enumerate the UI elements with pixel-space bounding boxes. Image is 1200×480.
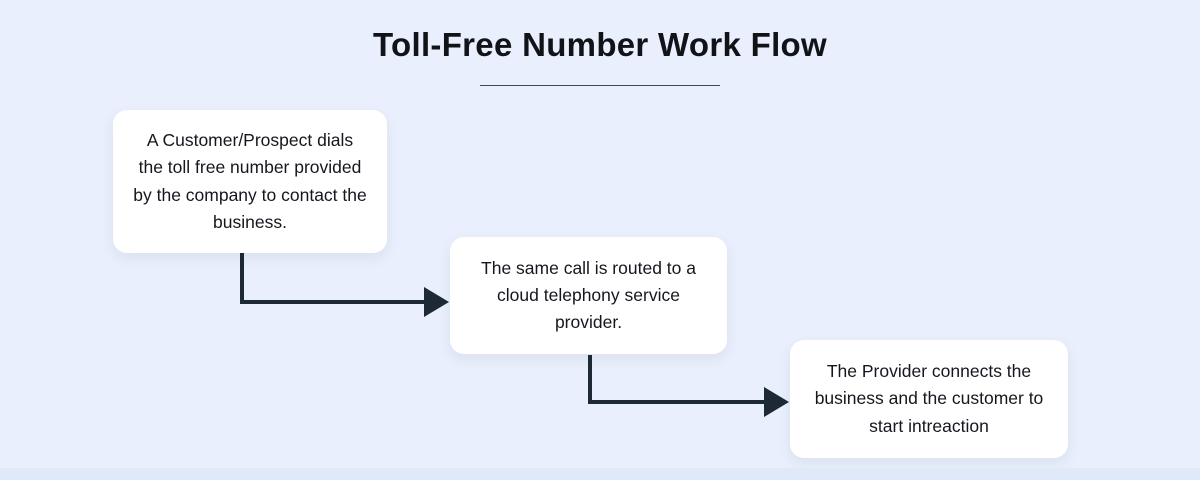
page-title: Toll-Free Number Work Flow	[373, 26, 827, 63]
flow-step-1-card: A Customer/Prospect dials the toll free …	[113, 110, 387, 253]
flow-step-2-text: The same call is routed to a cloud telep…	[481, 257, 696, 333]
flow-step-3-card: The Provider connects the business and t…	[790, 340, 1068, 458]
arrow-step2-head-icon	[764, 387, 789, 417]
flow-step-3-text: The Provider connects the business and t…	[814, 361, 1044, 436]
arrow-step1-head-icon	[424, 287, 449, 317]
flow-step-2-card: The same call is routed to a cloud telep…	[450, 237, 727, 354]
arrow-step2-to-step3-icon	[588, 355, 789, 417]
arrow-step1-to-step2-icon	[240, 253, 449, 317]
arrow-step1-elbow-line	[240, 253, 426, 304]
title-underline-divider	[480, 85, 720, 86]
flow-step-1-text: A Customer/Prospect dials the toll free …	[133, 130, 367, 232]
arrow-step2-elbow-line	[588, 355, 766, 404]
bottom-accent-strip	[0, 468, 1200, 480]
